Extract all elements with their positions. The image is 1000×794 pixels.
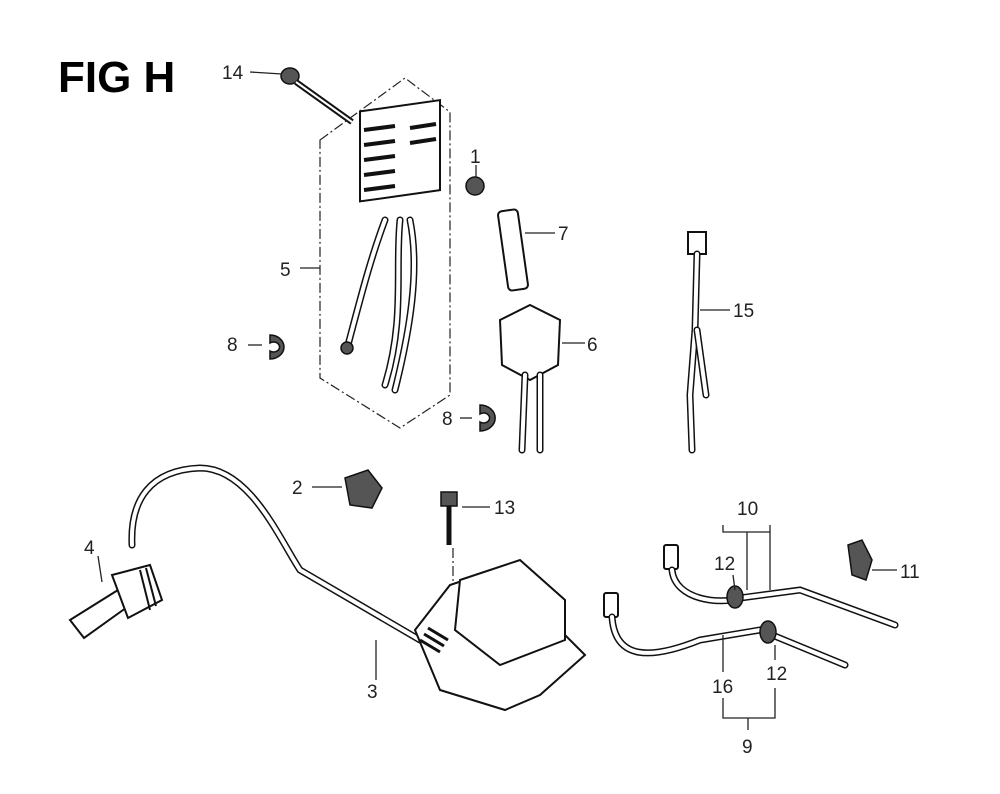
part-13-bolt xyxy=(440,491,458,545)
callout-5: 5 xyxy=(280,260,291,281)
part-8-grommet xyxy=(269,334,285,360)
figure-title: FIG H xyxy=(58,53,175,102)
part-4-spark-plug-cap xyxy=(68,563,164,640)
callout-7: 7 xyxy=(558,224,569,245)
callout-15: 15 xyxy=(733,301,754,322)
callout-2: 2 xyxy=(292,478,303,499)
part-15-wire-harness xyxy=(686,231,710,454)
callout-10: 10 xyxy=(737,499,758,520)
callout-8-right: 8 xyxy=(442,409,453,430)
callout-11: 11 xyxy=(900,562,920,583)
part-7-plate xyxy=(497,208,529,292)
part-5-regulator-rectifier xyxy=(340,99,441,394)
part-8-grommet xyxy=(479,404,496,432)
callout-9: 9 xyxy=(742,737,753,758)
part-11-clip xyxy=(847,539,873,581)
part-14-bolt xyxy=(280,67,354,125)
callout-13: 13 xyxy=(494,498,515,519)
callout-1: 1 xyxy=(470,147,481,168)
part-3-ignition-coil xyxy=(128,464,587,712)
callout-12-upper: 12 xyxy=(714,554,735,575)
callout-14: 14 xyxy=(222,63,244,84)
callout-4: 4 xyxy=(84,538,95,559)
part-6-module xyxy=(498,303,562,454)
callout-8-left: 8 xyxy=(227,335,238,356)
callout-3: 3 xyxy=(367,682,378,703)
callout-16: 16 xyxy=(712,677,733,698)
part-1-collar xyxy=(465,176,485,196)
callout-6: 6 xyxy=(587,335,598,356)
callout-12-lower: 12 xyxy=(766,664,787,685)
part-2-grommet xyxy=(344,469,383,509)
part-9-wire-harness xyxy=(603,544,899,669)
